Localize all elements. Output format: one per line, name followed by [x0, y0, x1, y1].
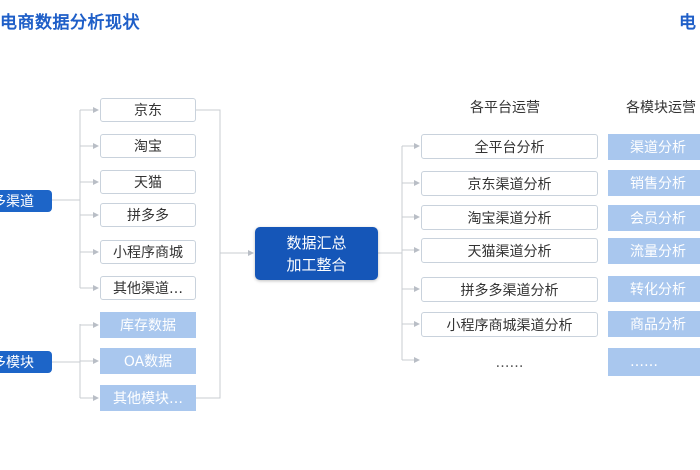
module-item-channel: 渠道分析 — [608, 134, 700, 160]
module-other: 其他模块… — [100, 385, 196, 411]
platform-column-header: 各平台运营 — [470, 100, 540, 116]
module-item-more: …… — [608, 348, 700, 376]
platform-item-miniprogram: 小程序商城渠道分析 — [421, 312, 598, 337]
data-aggregation-box: 数据汇总 加工整合 — [255, 227, 378, 280]
multimodule-label: 多模块 — [0, 351, 52, 373]
channel-pinduoduo: 拼多多 — [100, 203, 196, 227]
module-item-traffic: 流量分析 — [608, 238, 700, 264]
multichannel-label-text: 多渠道 — [0, 194, 34, 210]
multimodule-label-text: 多模块 — [0, 355, 34, 371]
platform-item-all: 全平台分析 — [421, 134, 598, 159]
aggregation-line-2: 加工整合 — [286, 255, 347, 274]
module-oa: OA数据 — [100, 348, 196, 374]
module-item-conversion: 转化分析 — [608, 276, 700, 302]
platform-item-more: …… — [495, 354, 524, 371]
corner-title-fragment: 电 — [679, 13, 696, 33]
platform-item-jd: 京东渠道分析 — [421, 171, 598, 196]
channel-miniprogram: 小程序商城 — [100, 240, 196, 264]
platform-item-taobao: 淘宝渠道分析 — [421, 205, 598, 230]
channel-jd: 京东 — [100, 98, 196, 122]
module-item-member: 会员分析 — [608, 205, 700, 231]
aggregation-line-1: 数据汇总 — [286, 233, 347, 252]
platform-item-tmall: 天猫渠道分析 — [421, 238, 598, 263]
module-item-sales: 销售分析 — [608, 170, 700, 196]
channel-taobao: 淘宝 — [100, 134, 196, 158]
module-column-header: 各模块运营 — [626, 100, 696, 116]
platform-item-pinduoduo: 拼多多渠道分析 — [421, 277, 598, 302]
module-inventory: 库存数据 — [100, 312, 196, 338]
channel-tmall: 天猫 — [100, 170, 196, 194]
module-item-product: 商品分析 — [608, 311, 700, 337]
page-title: 电商数据分析现状 — [0, 13, 140, 33]
multichannel-label: 多渠道 — [0, 190, 52, 212]
channel-other: 其他渠道… — [100, 276, 196, 300]
